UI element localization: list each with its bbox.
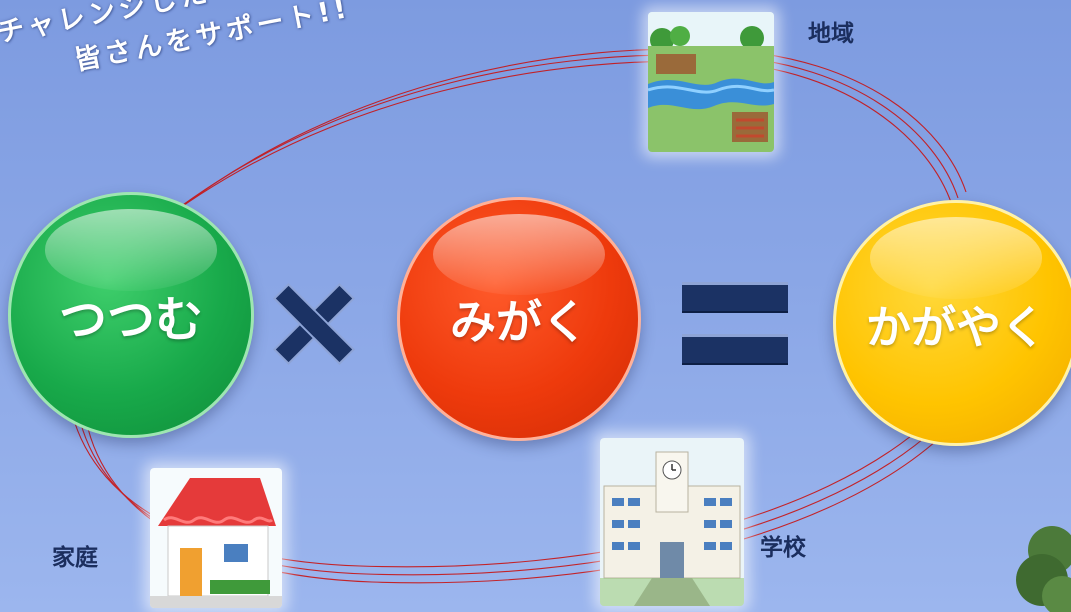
school-building-icon [600,438,744,606]
concept-label-kagayaku: かがやく [865,300,1046,354]
concept-label-tsutsumu: つつむ [58,292,203,348]
region-illustration [648,12,774,152]
concept-ball-tsutsumu: つつむ [8,192,254,438]
river-field-icon [648,12,774,152]
equals-icon [682,282,788,366]
concept-ball-kagayaku: かがやく [833,200,1071,446]
concept-label-migaku: みがく [450,295,588,349]
place-label-school: 学校 [760,535,806,561]
orbit-arc-bottom-3 [85,419,947,584]
tree-foliage-icon [1016,526,1071,612]
orbit-arc-top-3 [171,48,967,215]
school-illustration [600,438,744,606]
equals-bar-bottom [682,334,788,365]
place-label-home: 家庭 [52,545,98,571]
orbit-arc-top-2 [159,54,959,223]
concept-ball-migaku: みがく [397,197,641,441]
house-icon [150,468,282,608]
place-label-region: 地域 [808,21,854,47]
multiply-icon [272,282,356,366]
equals-bar-top [682,282,788,313]
home-illustration [150,468,282,608]
